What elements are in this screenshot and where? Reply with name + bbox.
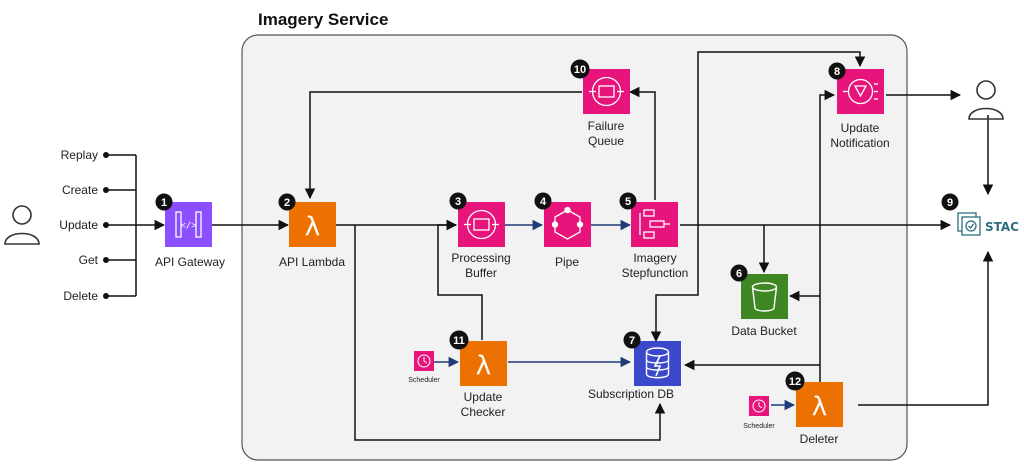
update-checker-node[interactable]: λ Update Checker	[460, 341, 507, 419]
operation-update[interactable]: Update	[59, 218, 98, 232]
badge-8: 8	[828, 62, 846, 80]
operation-create[interactable]: Create	[62, 183, 98, 197]
badge-4: 4	[534, 192, 552, 210]
lambda-to-db	[354, 225, 666, 441]
stepfunction-to-failure-queue	[628, 86, 656, 200]
sns-topic-icon	[843, 78, 878, 105]
api-gateway-label: API Gateway	[155, 255, 225, 269]
sqs-queue-icon	[589, 76, 624, 107]
badge-3: 3	[449, 192, 467, 210]
failure-queue-to-lambda	[304, 91, 582, 200]
badge-12: 12	[785, 371, 805, 391]
svg-text:7: 7	[629, 335, 635, 347]
checker-to-buffer	[437, 219, 483, 340]
connectors	[103, 51, 994, 441]
deleter-to-stac	[858, 250, 994, 406]
svg-text:2: 2	[284, 197, 290, 209]
step-badges: 1 2 3 4 5 6 7 8 9 10 11 12	[155, 59, 959, 391]
stac-label: STAC	[985, 220, 1019, 234]
svg-text:6: 6	[736, 268, 742, 280]
imagery-stepfunction-node[interactable]: Imagery Stepfunction	[622, 202, 689, 280]
operations-list: Replay Create Update Get Delete	[59, 148, 98, 303]
update-checker-label-1: Update	[464, 390, 503, 404]
svg-text:8: 8	[834, 66, 840, 78]
update-notification-label-2: Notification	[830, 136, 889, 150]
stepfunction-label-1: Imagery	[633, 251, 676, 265]
badge-7: 7	[623, 331, 641, 349]
stepfunction-to-notification	[697, 51, 866, 225]
lambda-icon: λ	[476, 351, 491, 381]
svg-text:1: 1	[161, 197, 167, 209]
subscription-db-label: Subscription DB	[588, 387, 674, 401]
subscription-db-node[interactable]: Subscription DB	[588, 341, 681, 401]
svg-text:5: 5	[625, 196, 631, 208]
badge-1: 1	[155, 193, 173, 211]
deleter-scheduler-label: Scheduler	[743, 423, 775, 430]
update-notification-label-1: Update	[841, 121, 880, 135]
sqs-queue-icon	[464, 209, 499, 240]
svg-text:3: 3	[455, 196, 461, 208]
pipe-node[interactable]: Pipe	[544, 202, 591, 269]
subscriber-user	[968, 80, 1004, 120]
scheduler-icon	[417, 354, 431, 368]
svg-text:9: 9	[947, 197, 953, 209]
stepfunction-label-2: Stepfunction	[622, 266, 689, 280]
failure-queue-node[interactable]: Failure Queue	[583, 69, 630, 148]
failure-queue-label-1: Failure	[588, 119, 625, 133]
update-notification-node[interactable]: Update Notification	[830, 69, 890, 150]
event-connectors	[434, 219, 796, 411]
operation-get[interactable]: Get	[79, 253, 99, 267]
data-bucket-node[interactable]: Data Bucket	[731, 274, 797, 338]
processing-buffer-node[interactable]: Processing Buffer	[451, 202, 511, 280]
s3-bucket-icon	[751, 282, 778, 312]
api-lambda-label: API Lambda	[279, 255, 345, 269]
operation-delete[interactable]: Delete	[63, 289, 98, 303]
processing-buffer-label-2: Buffer	[465, 266, 497, 280]
container-title: Imagery Service	[258, 10, 388, 29]
badge-6: 6	[730, 264, 748, 282]
svg-text:12: 12	[789, 376, 801, 388]
stac-node[interactable]: STAC	[957, 212, 1019, 236]
dynamodb-icon	[645, 347, 670, 379]
svg-text:4: 4	[540, 196, 547, 208]
api-gateway-node[interactable]: </> API Gateway	[155, 202, 225, 269]
pipe-label: Pipe	[555, 255, 579, 269]
svg-text:11: 11	[453, 335, 465, 347]
svg-text:10: 10	[574, 64, 586, 76]
user-icon	[968, 80, 1004, 120]
stepfunction-to-db	[650, 225, 699, 343]
lambda-icon: λ	[812, 392, 827, 422]
badge-5: 5	[619, 192, 637, 210]
client-user	[4, 205, 40, 245]
deleter-label: Deleter	[800, 432, 839, 446]
operation-replay[interactable]: Replay	[61, 148, 98, 162]
badge-9: 9	[941, 193, 959, 211]
lambda-icon: λ	[305, 212, 320, 242]
checker-scheduler-label: Scheduler	[408, 377, 440, 384]
processing-buffer-label-1: Processing	[451, 251, 510, 265]
eventbridge-pipe-icon	[551, 206, 584, 240]
svg-text:</>: </>	[180, 221, 197, 231]
user-icon	[4, 205, 40, 245]
checker-scheduler[interactable]: Scheduler	[408, 351, 440, 384]
data-bucket-label: Data Bucket	[731, 324, 797, 338]
failure-queue-label-2: Queue	[588, 134, 624, 148]
deleter-to-notification	[819, 89, 836, 382]
deleter-scheduler[interactable]: Scheduler	[743, 396, 775, 430]
scheduler-icon	[752, 399, 766, 413]
badge-11: 11	[449, 330, 469, 350]
api-lambda-node[interactable]: λ API Lambda	[279, 202, 345, 269]
api-gateway-icon: </>	[175, 211, 202, 238]
update-checker-label-2: Checker	[461, 405, 506, 419]
badge-10: 10	[570, 59, 590, 79]
badge-2: 2	[278, 193, 296, 211]
deleter-node[interactable]: λ Deleter	[796, 382, 843, 446]
stac-logo-icon	[957, 212, 981, 236]
step-functions-icon	[639, 209, 670, 239]
imagery-service-container: Imagery Service	[241, 10, 908, 461]
